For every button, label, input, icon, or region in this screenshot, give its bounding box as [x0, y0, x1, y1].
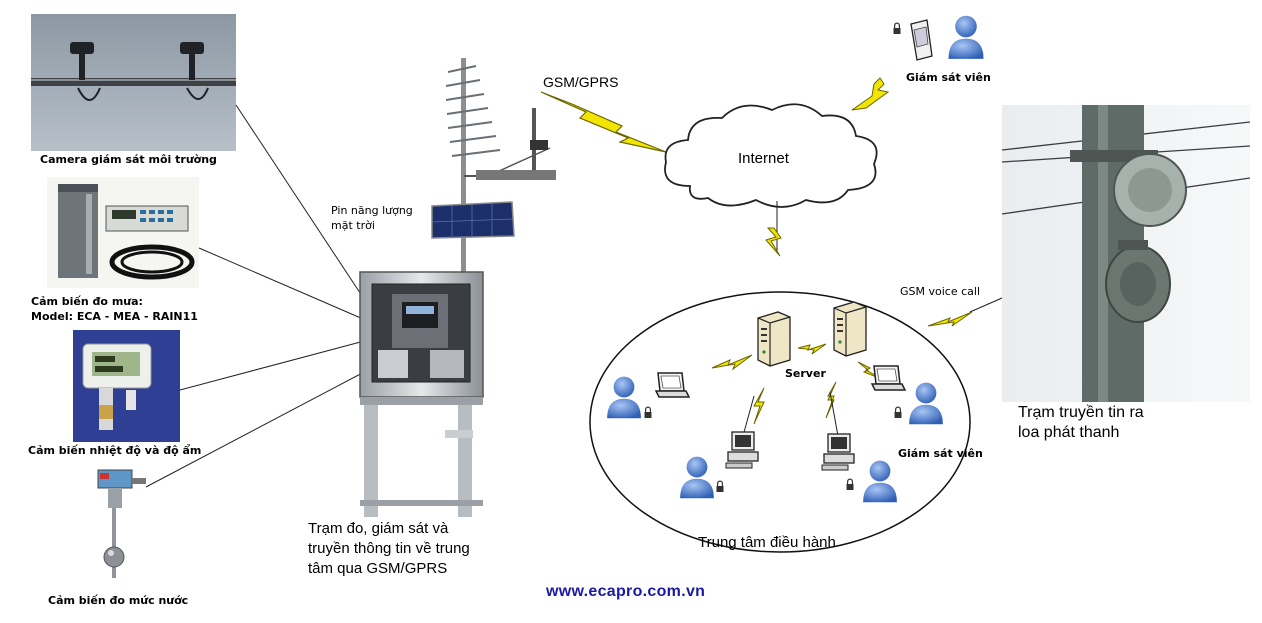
laptop-icon	[871, 365, 906, 391]
laptop-icon	[655, 372, 690, 398]
control-center-label: Trung tâm điều hành	[698, 534, 836, 551]
gsm-voice-line	[969, 297, 1003, 313]
gsm-gprs-label: GSM/GPRS	[543, 74, 619, 90]
gsm-voice-lightning	[927, 311, 973, 327]
top-monitor-lightning	[851, 77, 890, 111]
server-label: Server	[785, 367, 826, 380]
website-link[interactable]: www.ecapro.com.vn	[546, 583, 706, 600]
water-level-photo	[97, 469, 146, 578]
sensor-connector-lines	[145, 104, 371, 488]
measurement-station	[359, 58, 556, 517]
server-icon	[833, 301, 867, 357]
desktop-icon	[725, 431, 759, 469]
temp-humidity-label: Cảm biến nhiệt độ và độ ẩm	[28, 444, 202, 457]
rain-model-label: Model: ECA - MEA - RAIN11	[31, 310, 198, 323]
station-label-line1: Trạm đo, giám sát và	[308, 520, 449, 537]
rain-sensor-photo	[47, 177, 199, 288]
client-line-group	[742, 391, 839, 437]
speaker-label-line2: loa phát thanh	[1018, 424, 1120, 441]
solar-label-line2: mặt trời	[331, 219, 375, 232]
station-label-line2: truyền thông tin về trung	[308, 540, 470, 557]
server-icon	[757, 311, 791, 367]
person-icon	[680, 456, 714, 499]
person-icon	[607, 376, 641, 419]
center-monitor-label: Giám sát viên	[898, 447, 983, 460]
camera-photo	[31, 14, 236, 151]
cloud-center-lightning	[765, 227, 782, 257]
camera-label: Camera giám sát môi trường	[40, 153, 217, 166]
control-center-ellipse	[589, 291, 971, 553]
person-icon	[948, 15, 984, 59]
temp-humidity-photo	[73, 330, 180, 442]
solar-label-line1: Pin năng lượng	[331, 204, 413, 217]
top-monitor-label: Giám sát viên	[906, 71, 991, 84]
rain-sensor-label: Cảm biến đo mưa:	[31, 295, 143, 308]
top-monitor-group	[892, 15, 984, 61]
pda-icon	[910, 19, 933, 61]
station-label-line3: tâm qua GSM/GPRS	[308, 560, 448, 577]
speaker-station-photo	[1001, 105, 1251, 402]
gsm-gprs-lightning	[540, 91, 667, 153]
person-icon	[909, 382, 943, 425]
gsm-voice-label: GSM voice call	[900, 285, 981, 298]
water-level-label: Cảm biến đo mức nước	[48, 594, 189, 607]
client-lightning-group	[711, 354, 885, 425]
person-icon	[863, 460, 897, 503]
internet-label: Internet	[738, 150, 789, 167]
internet-cloud	[664, 103, 878, 208]
desktop-icon	[821, 433, 855, 471]
server-link-lightning	[797, 343, 827, 355]
speaker-label-line1: Trạm truyền tin ra	[1018, 404, 1144, 421]
